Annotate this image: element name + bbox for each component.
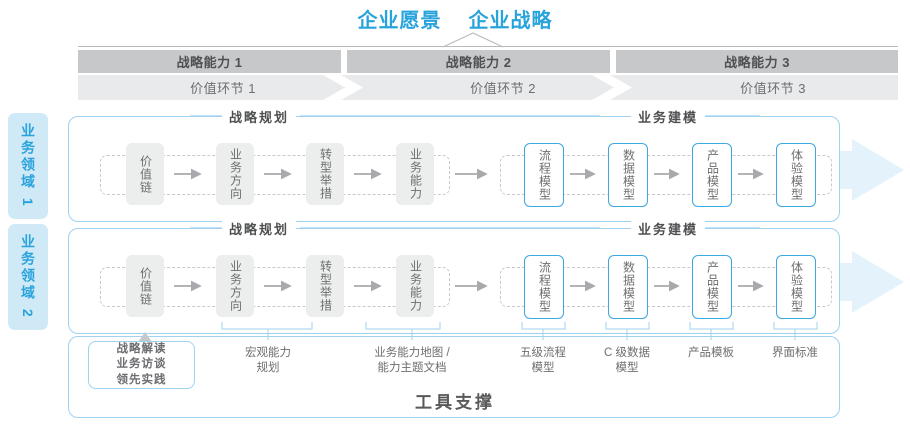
tool-label-line: 产品模板 [688,347,734,359]
tool-highlight-line-1: 战略解读 [116,343,167,356]
section-title-modeling-row-2: 业务建模 [631,220,706,237]
tool-label-line: 模型 [615,362,639,375]
tool-label-line: 界面标准 [772,347,818,359]
flow-box-r1-data-model[interactable]: 数据模型 [608,143,648,207]
flow-box-r1-process-model[interactable]: 流程模型 [524,143,564,207]
flow-box-r2-transformation-measures[interactable]: 转型举措 [306,255,344,317]
tool-support-title: 工具支撑 [415,393,495,412]
value-chain-3[interactable]: 价值环节 3 [740,81,806,96]
tool-label-line: 模型 [531,362,555,375]
tool-label-ui-standard: 界面标准 [749,346,841,361]
flow-box-r2-product-model[interactable]: 产品模型 [692,255,732,319]
flow-box-r1-experience-model[interactable]: 体验模型 [776,143,816,207]
flow-box-label: 流程模型 [537,261,552,313]
flow-box-r1-transformation-measures[interactable]: 转型举措 [306,143,344,205]
section-title-planning-row-2: 战略规划 [222,220,297,237]
dashed-group-planning-row-2 [100,267,450,307]
tool-label-line: 五级流程 [520,347,566,359]
tool-label-product-template: 产品模板 [665,346,757,361]
tool-label-line: 规划 [256,362,280,375]
flow-box-r1-business-capability[interactable]: 业务能力 [396,143,434,205]
flow-box-label: 业务能力 [408,260,423,312]
flow-box-label: 流程模型 [537,149,552,201]
sidebar-item-domain-2[interactable]: 业务领域 2 [8,224,48,330]
flow-box-r1-value-chain[interactable]: 价值链 [126,143,164,205]
section-title-modeling-row-1: 业务建模 [631,108,706,125]
capability-3[interactable]: 战略能力 3 [616,50,898,73]
flow-box-r2-value-chain[interactable]: 价值链 [126,255,164,317]
value-chain-1[interactable]: 价值环节 1 [190,81,256,96]
dashed-group-modeling-row-1 [500,155,832,195]
flow-box-label: 转型举措 [318,260,333,312]
tool-label-macro-capability: 宏观能力 规划 [218,346,318,376]
flow-box-label: 数据模型 [621,149,636,201]
domain-2-label: 业务领域 2 [20,234,36,320]
tool-label-c-level-data: C 级数据 模型 [581,346,673,376]
capability-2[interactable]: 战略能力 2 [347,50,610,73]
tool-highlight-line-2: 业务访谈 [116,358,167,371]
flow-box-r1-product-model[interactable]: 产品模型 [692,143,732,207]
flow-box-label: 价值链 [138,154,153,194]
tool-highlight-line-3: 领先实践 [116,373,167,386]
flow-box-label: 数据模型 [621,261,636,313]
flow-box-label: 价值链 [138,266,153,306]
flow-box-label: 业务能力 [408,148,423,200]
page-title: 企业愿景 企业战略 [0,4,910,33]
flow-box-r2-data-model[interactable]: 数据模型 [608,255,648,319]
peak-connector-icon [443,32,503,48]
domain-1-label: 业务领域 1 [20,123,36,209]
tool-label-line: 宏观能力 [245,347,291,359]
flow-box-label: 业务方向 [228,260,243,312]
flow-box-label: 业务方向 [228,148,243,200]
flow-box-r2-experience-model[interactable]: 体验模型 [776,255,816,319]
header-divider [78,46,898,47]
flow-box-r2-process-model[interactable]: 流程模型 [524,255,564,319]
value-chain-band: 价值环节 1 价值环节 2 价值环节 3 [78,75,898,100]
flow-box-label: 体验模型 [789,149,804,201]
capability-bar: 战略能力 1 战略能力 2 战略能力 3 [78,50,898,73]
flow-box-label: 转型举措 [318,148,333,200]
flow-box-r2-business-direction[interactable]: 业务方向 [216,255,254,317]
value-chain-2[interactable]: 价值环节 2 [470,81,536,96]
flow-box-label: 产品模型 [705,261,720,313]
value-chain-chevrons-icon [78,75,898,100]
tool-label-five-level-process: 五级流程 模型 [496,346,590,376]
flow-box-r2-business-capability[interactable]: 业务能力 [396,255,434,317]
dashed-group-modeling-row-2 [500,267,832,307]
section-title-planning-row-1: 战略规划 [222,108,297,125]
tool-highlight-box[interactable]: 战略解读 业务访谈 领先实践 [88,341,195,389]
tool-label-line: 能力主题文档 [377,362,447,375]
flow-box-r1-business-direction[interactable]: 业务方向 [216,143,254,205]
tool-label-capability-map: 业务能力地图 / 能力主题文档 [345,346,479,376]
sidebar-item-domain-1[interactable]: 业务领域 1 [8,113,48,219]
tool-label-line: 业务能力地图 / [374,347,450,359]
title-vision: 企业愿景 [357,10,442,32]
flow-box-label: 体验模型 [789,261,804,313]
capability-1[interactable]: 战略能力 1 [78,50,341,73]
flow-box-label: 产品模型 [705,149,720,201]
tool-support-container [68,336,840,418]
title-strategy: 企业战略 [468,10,553,32]
tool-label-line: C 级数据 [604,347,650,359]
dashed-group-planning-row-1 [100,155,450,195]
